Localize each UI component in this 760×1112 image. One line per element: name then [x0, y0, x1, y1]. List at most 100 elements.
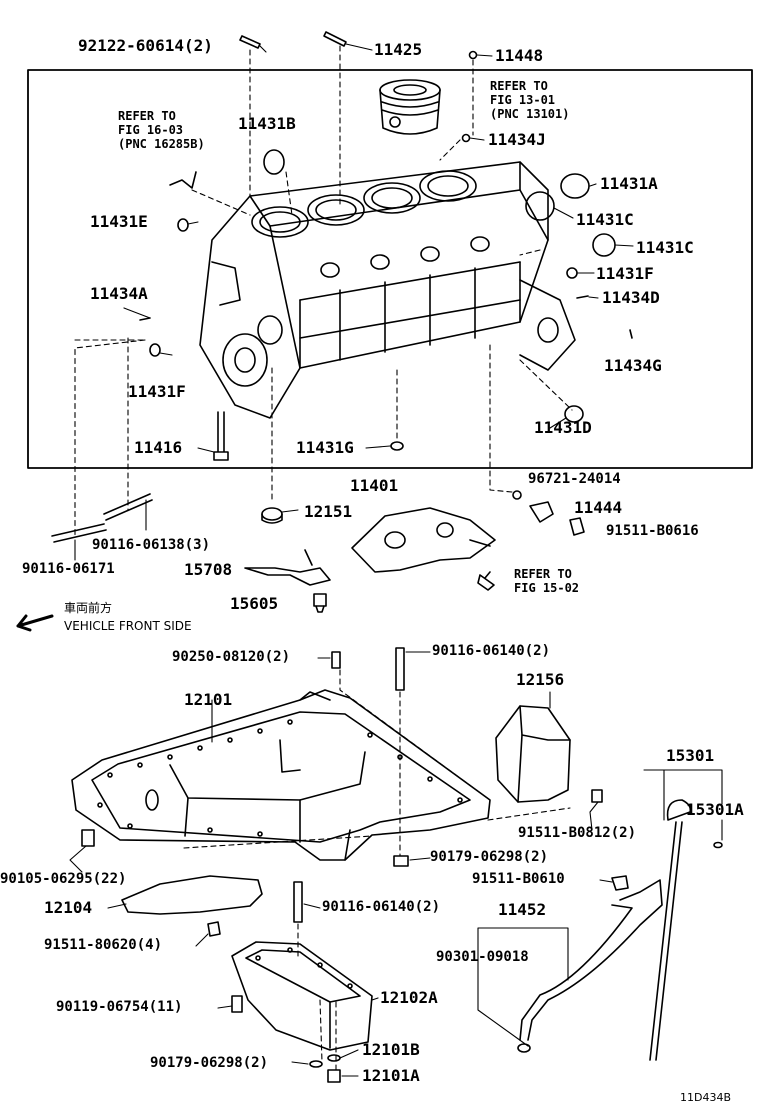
label-11434G[interactable]: 11434G: [604, 356, 662, 375]
label-11431G[interactable]: 11431G: [296, 438, 354, 457]
label-90179-06298-lower[interactable]: 90179-06298(2): [150, 1055, 269, 1071]
plug-11431C-2: [592, 233, 616, 257]
baffle-12104: [121, 875, 263, 915]
plug-11431F-l: [149, 343, 161, 357]
refer-note-left-line2[interactable]: FIG 16-03: [118, 122, 184, 137]
label-90179-06298-upper[interactable]: 90179-06298(2): [430, 849, 549, 865]
assembly-frame: [27, 69, 753, 469]
oil-pan-holes: [97, 719, 463, 837]
plug-11431G: [390, 441, 404, 451]
label-96721-24014[interactable]: 96721-24014: [528, 471, 621, 487]
pin-11434G: [629, 329, 633, 339]
label-90116-06138[interactable]: 90116-06138(3): [92, 537, 211, 553]
stud-90116-06140-b: [293, 881, 303, 923]
label-11431C-2[interactable]: 11431C: [636, 238, 694, 257]
label-12156[interactable]: 12156: [516, 670, 565, 689]
plug-12101A: [327, 1069, 341, 1083]
label-11431F-right[interactable]: 11431F: [596, 264, 654, 283]
refer-note-bottom-line1: REFER TO: [514, 567, 572, 581]
label-11401[interactable]: 11401: [350, 476, 399, 495]
dashed-lines-lower: [183, 669, 571, 1071]
dipstick-guide-11452: [519, 879, 663, 1041]
label-11448[interactable]: 11448: [495, 46, 544, 65]
diagram-code: 11D434B: [680, 1091, 732, 1104]
stud-92122: [239, 35, 261, 49]
plug-11431A: [560, 173, 590, 199]
cover-12156: [495, 705, 571, 803]
bolt-90105: [81, 829, 95, 847]
label-11431E[interactable]: 11431E: [90, 212, 148, 231]
label-90116-06140-upper[interactable]: 90116-06140(2): [432, 643, 551, 659]
plug-11431F-r: [566, 267, 578, 279]
label-91511-B0616[interactable]: 91511-B0616: [606, 523, 699, 539]
label-12104[interactable]: 12104: [44, 898, 93, 917]
leader-lines-lower: [69, 651, 723, 1077]
label-91511-B0812[interactable]: 91511-B0812(2): [518, 825, 637, 841]
label-12151[interactable]: 12151: [304, 502, 353, 521]
label-90105-06295[interactable]: 90105-06295(22): [0, 871, 127, 887]
label-11431C-1[interactable]: 11431C: [576, 210, 634, 229]
label-11431B[interactable]: 11431B: [238, 114, 296, 133]
label-92122-60614[interactable]: 92122-60614(2): [78, 36, 213, 55]
front-note-en: VEHICLE FRONT SIDE: [64, 619, 192, 633]
pin-11434D: [576, 295, 589, 299]
plug-11431E: [177, 218, 189, 232]
stud-90116-06171: [51, 523, 107, 543]
front-note-jp: 車両前方: [64, 601, 113, 615]
label-15301A[interactable]: 15301A: [686, 800, 744, 819]
label-12102A[interactable]: 12102A: [380, 988, 438, 1007]
label-11434J[interactable]: 11434J: [488, 130, 546, 149]
label-90119-06754[interactable]: 90119-06754(11): [56, 999, 183, 1015]
cylinder-block-drawing: [199, 161, 576, 419]
gasket-90179-a: [393, 855, 409, 867]
label-12101A[interactable]: 12101A: [362, 1066, 420, 1085]
plug-11431C-1: [525, 191, 555, 221]
refer-note-left: REFER TO FIG 16-03 (PNC 16285B): [118, 109, 205, 151]
oil-pump-drawing: [351, 507, 496, 573]
label-11452[interactable]: 11452: [498, 900, 547, 919]
label-11431D[interactable]: 11431D: [534, 418, 592, 437]
label-15301[interactable]: 15301: [666, 746, 715, 765]
label-90301-09018[interactable]: 90301-09018: [436, 949, 529, 965]
oring-15301A: [713, 841, 723, 849]
label-91511-B0610[interactable]: 91511-B0610: [472, 871, 565, 887]
dashed-lines-upper: [74, 45, 573, 539]
plug-11431D: [564, 405, 584, 423]
refer-note-piston-line1: REFER TO: [490, 79, 548, 93]
pin-11434J: [461, 133, 471, 143]
bolt-91511-B0610: [611, 875, 629, 891]
pin-11448: [468, 50, 478, 60]
label-11434D[interactable]: 11434D: [602, 288, 660, 307]
label-90250-08120[interactable]: 90250-08120(2): [172, 649, 291, 665]
bolt-90119: [231, 995, 243, 1013]
refer-note-piston-line2[interactable]: FIG 13-01: [490, 92, 556, 107]
bolt-91511-B0812: [591, 789, 603, 803]
label-11425[interactable]: 11425: [374, 40, 423, 59]
plug-11431B: [263, 149, 285, 175]
oring-96721: [512, 490, 522, 500]
refer-note-left-line1: REFER TO: [118, 109, 176, 123]
gasket-90179-b: [309, 1060, 323, 1068]
label-91511-80620[interactable]: 91511-80620(4): [44, 937, 163, 953]
label-11431F-left[interactable]: 11431F: [128, 382, 186, 401]
gasket-12101B: [327, 1054, 341, 1062]
stud-90116-06138: [103, 493, 153, 521]
label-11416[interactable]: 11416: [134, 438, 183, 457]
label-12101[interactable]: 12101: [184, 690, 233, 709]
refer-note-bottom: REFER TO FIG 15-02: [514, 567, 580, 596]
bolt-91511-B0616: [569, 517, 585, 536]
refer-note-bottom-line2[interactable]: FIG 15-02: [514, 580, 580, 595]
label-90116-06140-lower[interactable]: 90116-06140(2): [322, 899, 441, 915]
oil-pan-lower-drawing: [231, 941, 373, 1051]
label-90116-06171[interactable]: 90116-06171: [22, 561, 115, 577]
front-arrow: [16, 614, 54, 632]
label-11434A[interactable]: 11434A: [90, 284, 148, 303]
sensor-15605: [313, 593, 327, 613]
label-12101B[interactable]: 12101B: [362, 1040, 420, 1059]
label-15708[interactable]: 15708: [184, 560, 233, 579]
label-11444[interactable]: 11444: [574, 498, 623, 517]
nut-90250: [331, 651, 341, 669]
label-15605[interactable]: 15605: [230, 594, 279, 613]
label-11431A[interactable]: 11431A: [600, 174, 658, 193]
piston-drawing: [379, 79, 441, 135]
